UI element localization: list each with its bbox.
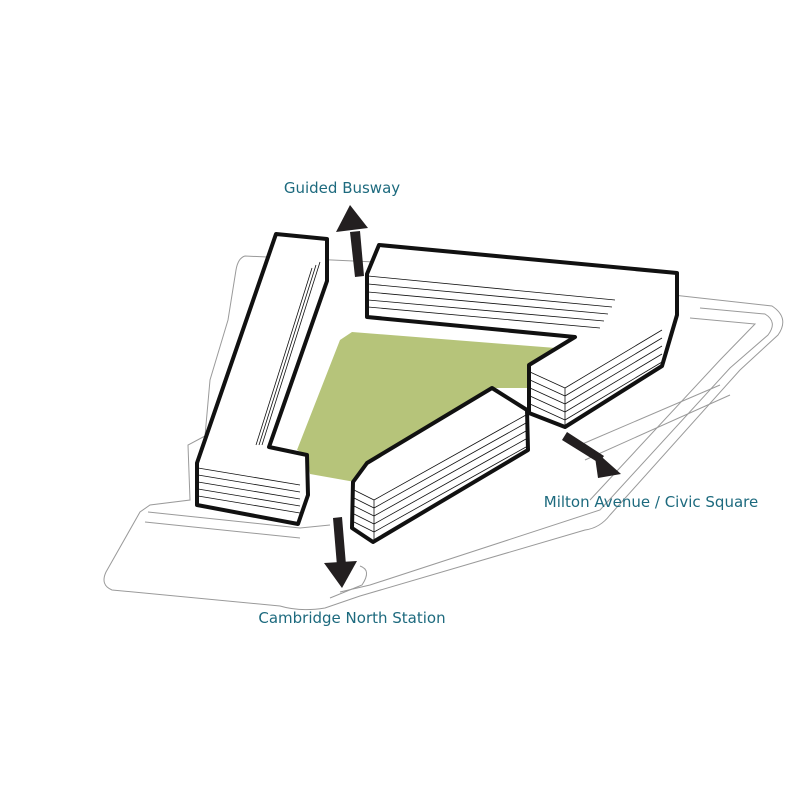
courtyard-green-space — [297, 332, 556, 482]
label-milton-avenue: Milton Avenue / Civic Square — [543, 493, 759, 511]
label-guided-busway: Guided Busway — [283, 179, 401, 197]
building-south — [350, 386, 530, 544]
site-boundary — [103, 255, 784, 611]
building-west — [195, 232, 329, 526]
arrow-east-icon — [562, 432, 621, 478]
arrow-north-icon — [336, 205, 368, 277]
label-cambridge-north-station: Cambridge North Station — [258, 609, 446, 627]
arrow-south-icon — [324, 517, 357, 588]
